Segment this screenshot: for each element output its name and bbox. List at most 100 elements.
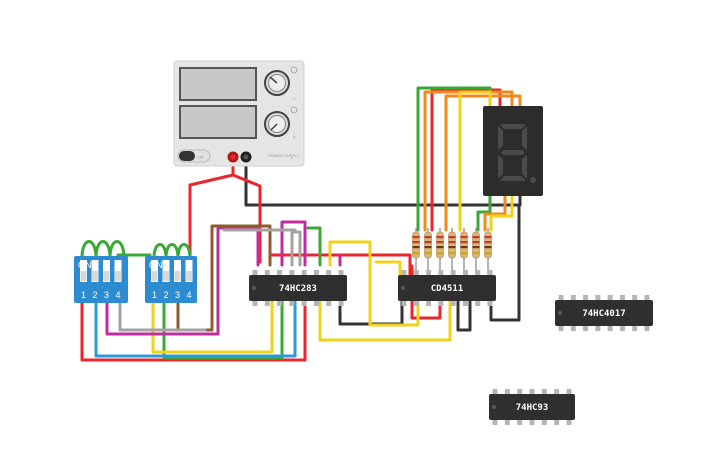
ic-pin[interactable]: [413, 300, 419, 306]
ic-pin[interactable]: [487, 300, 493, 306]
dip-switch-lever[interactable]: [92, 271, 98, 281]
ic-pin[interactable]: [632, 295, 638, 301]
ic-pin[interactable]: [607, 325, 613, 331]
dip-switch-lever[interactable]: [80, 271, 87, 281]
ic-cd4511[interactable]: CD4511: [398, 270, 496, 306]
ic-pin[interactable]: [326, 270, 332, 276]
wire-magenta-adder[interactable]: [280, 220, 307, 267]
ic-74hc283[interactable]: 74HC283: [249, 270, 347, 306]
ic-pin[interactable]: [450, 300, 456, 306]
negative-terminal[interactable]: [240, 151, 252, 163]
ic-pin[interactable]: [289, 300, 295, 306]
power-switch[interactable]: Off: [177, 149, 211, 163]
ic-pin[interactable]: [595, 325, 601, 331]
ic-pin[interactable]: [554, 419, 560, 425]
ic-pin[interactable]: [301, 270, 307, 276]
resistor[interactable]: [484, 231, 492, 259]
dip-switch-lever[interactable]: [151, 271, 158, 281]
wire-red-supply-right[interactable]: [231, 158, 262, 264]
wire-yellow-display[interactable]: [489, 193, 514, 232]
ic-pin[interactable]: [607, 295, 613, 301]
voltage-knob[interactable]: [264, 70, 290, 96]
ic-pin[interactable]: [313, 300, 319, 306]
ic-pin[interactable]: [462, 270, 468, 276]
wire-blue[interactable]: [94, 298, 297, 358]
ic-pin[interactable]: [401, 300, 407, 306]
wire-green-dip-b-loop1[interactable]: [152, 243, 168, 260]
ic-pin[interactable]: [504, 419, 510, 425]
ic-pin[interactable]: [252, 300, 258, 306]
resistor[interactable]: [460, 231, 468, 259]
ic-pin[interactable]: [475, 270, 481, 276]
dip-switch-lever[interactable]: [115, 271, 121, 281]
wire-green-dip-a-loop1[interactable]: [80, 240, 98, 260]
ic-pin[interactable]: [566, 419, 572, 425]
ic-pin[interactable]: [558, 295, 564, 301]
resistor[interactable]: [436, 231, 444, 259]
resistor[interactable]: [424, 231, 432, 259]
ic-pin[interactable]: [438, 270, 444, 276]
ic-pin[interactable]: [338, 270, 344, 276]
ic-pin[interactable]: [450, 270, 456, 276]
wire-green-dip-b-loop2[interactable]: [164, 243, 180, 260]
seven-segment-display[interactable]: 8: [0, 0, 543, 196]
dip-switch-lever[interactable]: [174, 271, 181, 281]
wire-yellow-adder-bus[interactable]: [318, 299, 452, 342]
ic-74hc93[interactable]: 74HC93: [489, 389, 575, 425]
ic-pin[interactable]: [413, 270, 419, 276]
wire-black-decoder[interactable]: [489, 203, 521, 322]
ic-pin[interactable]: [529, 419, 535, 425]
positive-terminal[interactable]: [227, 151, 239, 163]
ic-pin[interactable]: [554, 389, 560, 395]
ic-pin[interactable]: [570, 295, 576, 301]
ic-pin[interactable]: [619, 295, 625, 301]
wire-gray-dip-a[interactable]: [118, 298, 207, 332]
ic-pin[interactable]: [326, 300, 332, 306]
ic-pin[interactable]: [570, 325, 576, 331]
ic-pin[interactable]: [517, 419, 523, 425]
current-knob[interactable]: [264, 111, 290, 137]
wire-green-dip-a-loop3[interactable]: [108, 240, 126, 260]
resistor[interactable]: [448, 231, 456, 259]
ic-pin[interactable]: [252, 270, 258, 276]
wire-black-decoder-bottom[interactable]: [456, 300, 472, 332]
wire-green-adder-top[interactable]: [306, 226, 322, 267]
wire-yellow-top[interactable]: [458, 90, 492, 232]
ic-pin[interactable]: [438, 300, 444, 306]
wire-yellow-dip-b[interactable]: [151, 298, 274, 354]
power-supply[interactable]: V A Off POWER SUPPLY ⚡: [173, 60, 305, 167]
dip-switch-lever[interactable]: [163, 271, 169, 281]
wire-gray-adder[interactable]: [290, 230, 302, 267]
dip-switch-lever[interactable]: [103, 271, 110, 281]
wire-green-dip-b-loop3[interactable]: [176, 243, 192, 260]
dip-switch-lever[interactable]: [186, 271, 192, 281]
ic-pin[interactable]: [492, 389, 498, 395]
wire-orange-display[interactable]: [444, 94, 522, 232]
ic-pin[interactable]: [338, 300, 344, 306]
wire-magenta-dip-a[interactable]: [105, 226, 260, 336]
wire-green-top[interactable]: [416, 86, 492, 232]
ic-pin[interactable]: [301, 300, 307, 306]
wire-green-dip-a-loop2[interactable]: [94, 240, 112, 260]
ic-pin[interactable]: [475, 300, 481, 306]
wire-yellow-decoder[interactable]: [374, 260, 402, 277]
wire-red-dip-bus[interactable]: [80, 298, 307, 362]
wire-black-ground[interactable]: [244, 158, 522, 207]
ic-pin[interactable]: [644, 295, 650, 301]
ic-pin[interactable]: [583, 325, 589, 331]
ic-pin[interactable]: [313, 270, 319, 276]
wire-red-top[interactable]: [430, 88, 502, 232]
ic-pin[interactable]: [277, 300, 283, 306]
ic-74hc4017[interactable]: 74HC4017: [555, 295, 653, 331]
ic-pin[interactable]: [517, 389, 523, 395]
ic-pin[interactable]: [487, 270, 493, 276]
wire-green-display[interactable]: [476, 193, 492, 232]
ic-pin[interactable]: [426, 300, 432, 306]
ic-pin[interactable]: [264, 300, 270, 306]
ic-pin[interactable]: [619, 325, 625, 331]
ic-pin[interactable]: [541, 389, 547, 395]
ic-pin[interactable]: [492, 419, 498, 425]
